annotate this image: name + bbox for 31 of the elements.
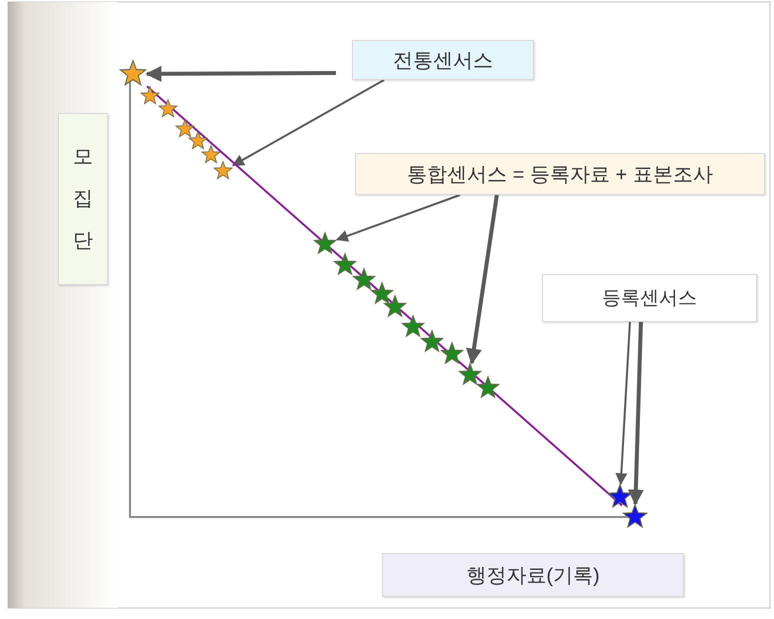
star-icon	[476, 376, 500, 400]
star-icon	[201, 145, 221, 165]
star-icon	[458, 363, 482, 387]
connector-line	[146, 86, 623, 506]
star-icon	[370, 282, 394, 306]
star-icon	[313, 232, 337, 256]
star-icon	[420, 330, 444, 354]
star-icon	[401, 315, 425, 339]
star-icon	[175, 119, 195, 139]
star-icon	[352, 268, 376, 292]
arrow	[145, 66, 336, 82]
star-icon	[440, 342, 464, 366]
label-box: 등록센서스	[542, 274, 757, 322]
star-icon	[333, 253, 357, 277]
star-icon	[158, 99, 178, 119]
label-box: 통합센서스 = 등록자료 + 표본조사	[355, 153, 765, 195]
axis-label-box: 모 집 단	[58, 113, 108, 285]
arrow	[615, 322, 631, 486]
arrow	[628, 322, 644, 506]
star-icon	[140, 86, 160, 106]
star-icon	[622, 504, 648, 530]
star-icon	[119, 60, 147, 88]
star-icon	[607, 484, 633, 510]
star-icon	[188, 131, 208, 151]
axis-label-box: 행정자료(기록)	[382, 553, 684, 597]
arrow	[232, 79, 385, 166]
star-icon	[213, 161, 233, 181]
arrow	[336, 194, 460, 242]
arrow	[466, 194, 499, 365]
label-box: 전통센서스	[352, 40, 534, 80]
star-icon	[383, 295, 407, 319]
